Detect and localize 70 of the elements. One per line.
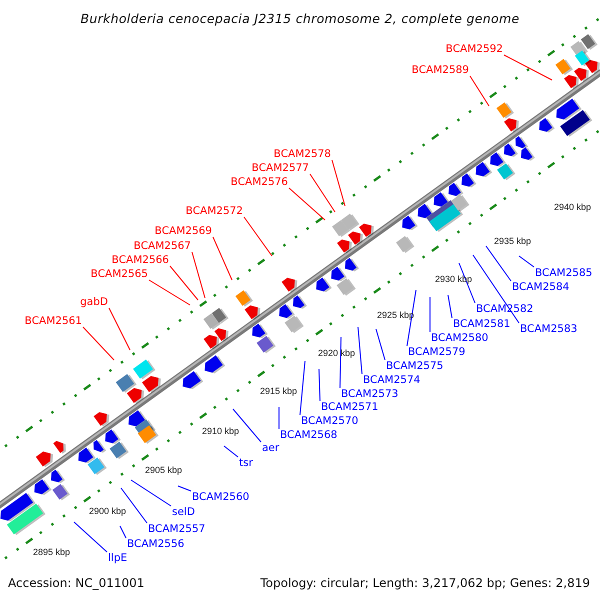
gene-label: BCAM2569 <box>154 224 212 238</box>
leader-line <box>278 406 280 430</box>
leader-line <box>318 368 320 402</box>
leader-line <box>170 266 198 300</box>
gene-label: aer <box>262 441 280 455</box>
gene-label: BCAM2573 <box>341 387 398 401</box>
position-tick-label: 2915 kbp <box>260 386 298 396</box>
gene-label: BCAM2575 <box>386 359 444 373</box>
gene-label: tsr <box>239 456 253 470</box>
gene-label: BCAM2557 <box>148 522 206 536</box>
leader-line <box>448 294 452 318</box>
leader-line <box>74 522 108 552</box>
gene-label: selD <box>172 505 195 519</box>
leader-line <box>232 408 262 442</box>
gene-label: BCAM2592 <box>446 42 503 56</box>
leader-line <box>244 216 272 256</box>
leader-line <box>300 360 306 416</box>
leader-line <box>108 308 130 350</box>
gene-label: BCAM2556 <box>127 537 184 551</box>
gene-label: BCAM2572 <box>186 204 243 218</box>
position-tick-label: 2920 kbp <box>318 348 356 358</box>
leader-line <box>310 174 336 212</box>
position-tick-label: 2935 kbp <box>494 236 532 246</box>
position-tick-label: 2940 kbp <box>554 202 592 212</box>
leader-line <box>212 236 232 280</box>
leader-line <box>192 252 206 298</box>
gene-label: BCAM2570 <box>301 414 358 428</box>
gene-label: BCAM2560 <box>192 490 250 504</box>
gene-label: BCAM2561 <box>24 314 82 328</box>
leader-line <box>224 446 238 458</box>
position-tick-label: 2905 kbp <box>145 465 182 475</box>
leader-line <box>288 188 326 220</box>
leader-line <box>340 336 342 388</box>
gene-label: BCAM2574 <box>363 373 420 387</box>
leader-line <box>376 328 386 360</box>
gene-label: BCAM2566 <box>112 253 169 267</box>
title: Burkholderia cenocepacia J2315 chromosome 2, complete genome <box>79 10 520 28</box>
gene-label: BCAM2589 <box>412 63 469 77</box>
leader-line <box>332 160 346 206</box>
leader-line <box>130 480 172 506</box>
gene-label: BCAM2576 <box>230 175 288 189</box>
gene-label: BCAM2568 <box>280 428 338 442</box>
position-tick-label: 2900 kbp <box>89 506 126 516</box>
gene-label: BCAM2580 <box>431 331 488 345</box>
leader-line <box>470 76 490 106</box>
leader-line <box>82 326 114 360</box>
gene-label: BCAM2577 <box>252 161 309 175</box>
gene-label: llpE <box>108 551 128 565</box>
accession-text: Accession: NC_011001 <box>8 575 144 592</box>
leader-line <box>358 326 362 374</box>
leader-line <box>178 486 192 492</box>
leader-line <box>486 246 512 282</box>
position-tick-label: 2910 kbp <box>202 426 240 436</box>
gene-label: gabD <box>80 295 108 309</box>
leader-line <box>518 256 534 268</box>
gene-label: BCAM2584 <box>512 280 570 294</box>
gene-label: BCAM2583 <box>520 322 578 336</box>
gene-label: BCAM2571 <box>321 400 378 414</box>
gene-label: BCAM2579 <box>408 345 466 359</box>
gene-label: BCAM2578 <box>274 147 331 161</box>
leader-line <box>120 526 126 538</box>
leader-line <box>148 280 190 306</box>
gene-label: BCAM2585 <box>535 266 592 280</box>
leader-line <box>504 54 552 80</box>
gene-label: BCAM2565 <box>90 267 148 281</box>
gene-label: BCAM2581 <box>453 317 510 331</box>
leader-line <box>120 488 148 524</box>
gene-label: BCAM2567 <box>134 239 191 253</box>
position-tick-label: 2895 kbp <box>33 547 70 557</box>
sequence-info-text: Topology: circular; Length: 3,217,062 bp; Genes: 2,819 <box>260 575 590 592</box>
